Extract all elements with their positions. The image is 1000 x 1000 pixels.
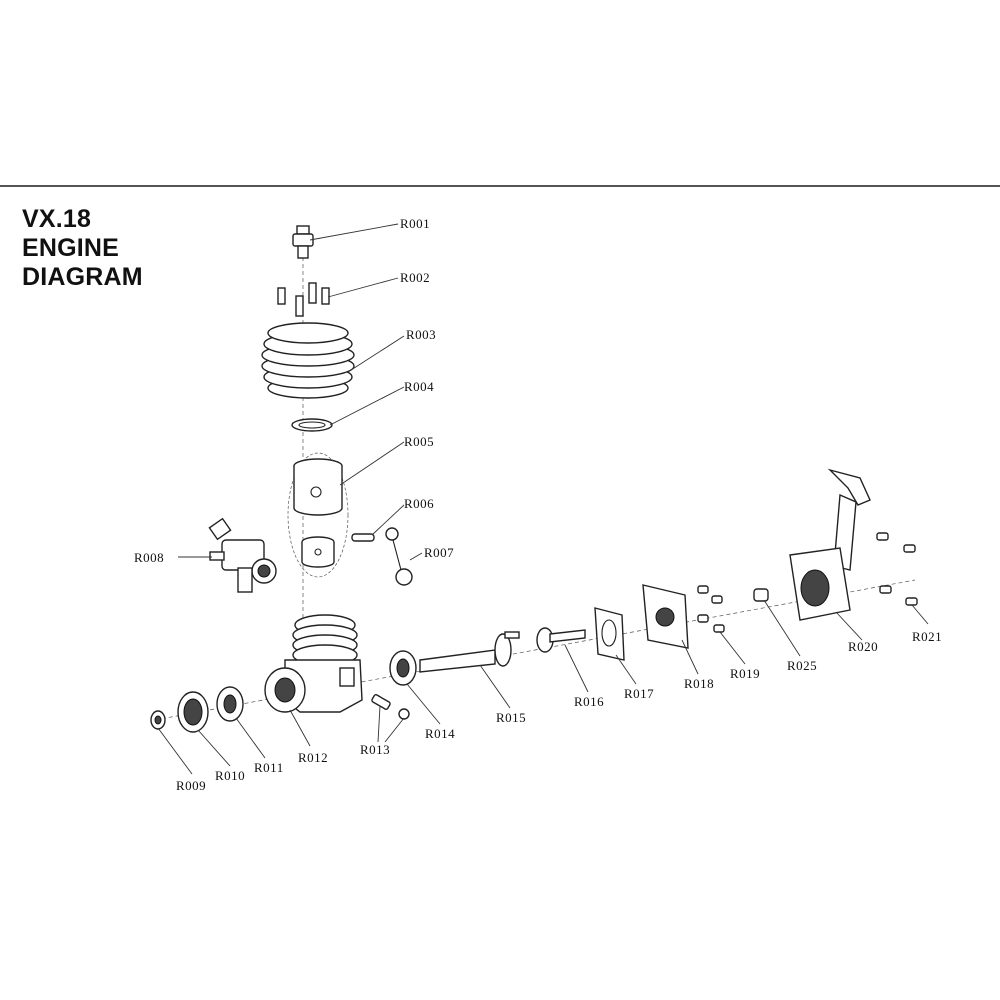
- prop-nut-part: [150, 710, 166, 730]
- needle-valve-part: [371, 694, 410, 720]
- label-r020: R020: [848, 639, 878, 654]
- crankcase-part: [264, 614, 363, 713]
- title-line-3: DIAGRAM: [22, 263, 143, 291]
- starter-spacer-part: [753, 588, 769, 602]
- label-r004: R004: [404, 379, 434, 394]
- label-r001: R001: [400, 216, 430, 231]
- wrist-pin-part: [351, 533, 375, 542]
- label-r012: R012: [298, 750, 328, 765]
- rear-bearing-part: [389, 650, 417, 686]
- cylinder-head-part: [261, 322, 355, 399]
- label-r003: R003: [406, 327, 436, 342]
- label-r015: R015: [496, 710, 526, 725]
- label-r013: R013: [360, 742, 390, 757]
- drive-washer-part: [177, 691, 209, 733]
- label-r007: R007: [424, 545, 454, 560]
- backplate-part: [642, 584, 689, 649]
- glow-plug-part: [292, 225, 314, 259]
- connecting-rod-part: [385, 527, 413, 586]
- carburetor-part: [208, 517, 277, 593]
- label-r021: R021: [912, 629, 942, 644]
- label-r017: R017: [624, 686, 654, 701]
- starter-screws-part: [876, 532, 918, 606]
- label-r002: R002: [400, 270, 430, 285]
- head-gasket-part: [291, 418, 333, 432]
- diagram-frame: [0, 185, 1000, 817]
- label-r025: R025: [787, 658, 817, 673]
- label-r008: R008: [134, 550, 164, 565]
- drive-shaft-part: [536, 627, 586, 653]
- diagram-title: VX.18 ENGINE DIAGRAM: [22, 205, 143, 292]
- backplate-gasket-part: [594, 607, 625, 661]
- label-r011: R011: [254, 760, 284, 775]
- leader-lines: [157, 223, 929, 775]
- label-r010: R010: [215, 768, 245, 783]
- assembly-axes: [154, 250, 916, 721]
- label-r018: R018: [684, 676, 714, 691]
- head-screws-part: [277, 282, 330, 317]
- label-r016: R016: [574, 694, 604, 709]
- backplate-screws-part: [697, 585, 725, 633]
- label-r005: R005: [404, 434, 434, 449]
- label-r006: R006: [404, 496, 434, 511]
- label-r014: R014: [425, 726, 455, 741]
- pull-starter-part: [789, 468, 871, 621]
- label-r009: R009: [176, 778, 206, 793]
- title-line-1: VX.18: [22, 205, 92, 233]
- part-labels: R001 R002 R003 R004 R005 R006 R007 R008 …: [134, 216, 942, 793]
- liner-piston-part: [287, 452, 349, 578]
- label-r019: R019: [730, 666, 760, 681]
- crankshaft-part: [419, 631, 520, 673]
- front-bearing-part: [216, 686, 244, 722]
- title-line-2: ENGINE: [22, 234, 120, 262]
